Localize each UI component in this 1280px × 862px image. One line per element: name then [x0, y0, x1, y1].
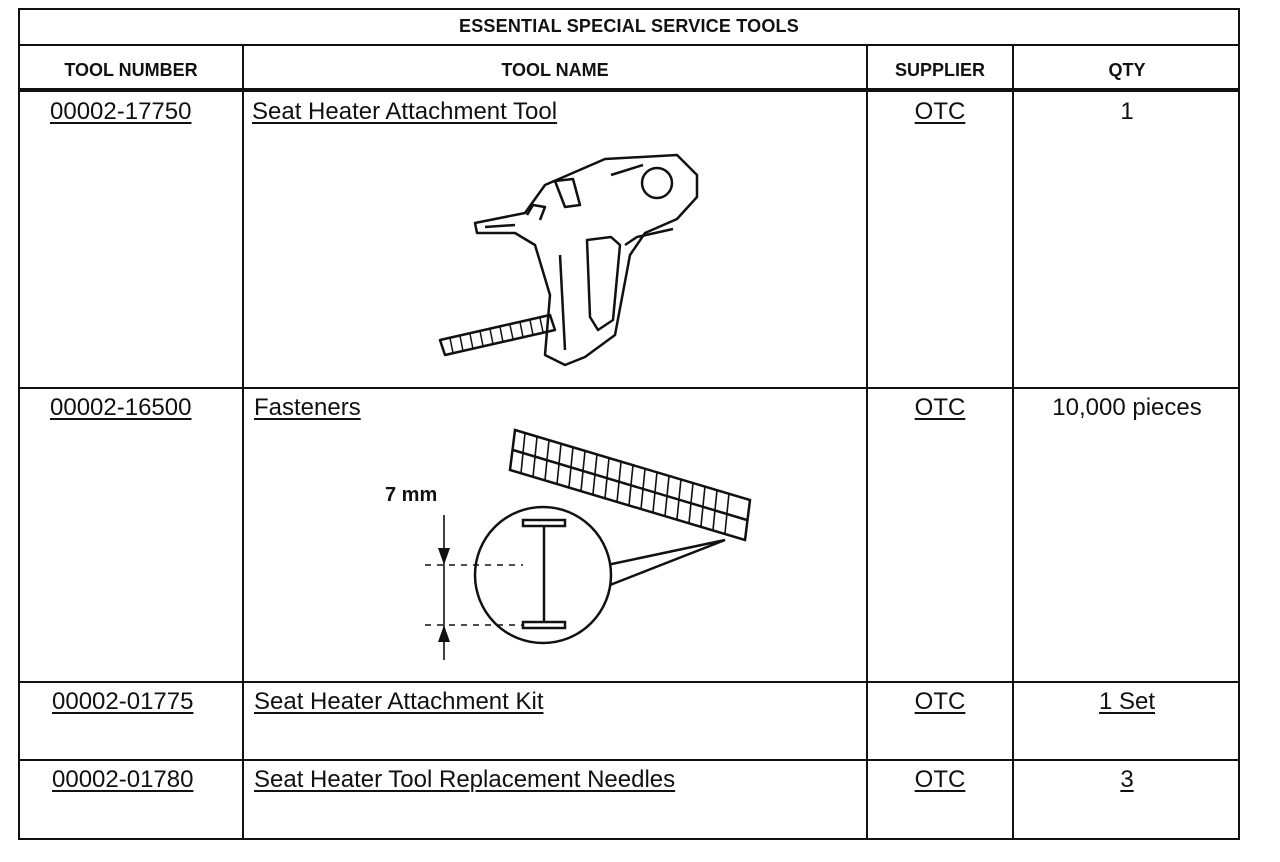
- row2-supplier: OTC: [914, 394, 966, 421]
- special-tools-table: ESSENTIAL SPECIAL SERVICE TOOLS TOOL NUM…: [18, 8, 1240, 840]
- rule-row2: [20, 681, 1238, 683]
- row3-qty: 1 Set: [1098, 688, 1156, 715]
- table-title: ESSENTIAL SPECIAL SERVICE TOOLS: [459, 16, 799, 36]
- fastener-dimension-label: 7 mm: [385, 484, 438, 506]
- row2-tool-number: 00002-16500: [50, 394, 192, 421]
- row3-supplier: OTC: [914, 688, 966, 715]
- col-divider-1: [242, 45, 244, 838]
- col-divider-2: [866, 45, 868, 838]
- header-supplier: SUPPLIER: [894, 60, 986, 80]
- rule-row1: [20, 387, 1238, 389]
- row2-tool-name: Fasteners: [254, 394, 361, 421]
- row1-tool-name: Seat Heater Attachment Tool: [252, 98, 558, 125]
- row3-tool-number: 00002-01775: [52, 688, 194, 715]
- row3-tool-name: Seat Heater Attachment Kit: [254, 688, 544, 715]
- row1-supplier: OTC: [914, 98, 966, 125]
- row4-tool-number: 00002-01780: [52, 766, 194, 793]
- row4-tool-name: Seat Heater Tool Replacement Needles: [254, 766, 676, 793]
- rule-row3: [20, 759, 1238, 761]
- header-tool-name: TOOL NAME: [501, 60, 609, 80]
- seat-heater-tool-illustration: [438, 153, 699, 367]
- rule-title: [20, 44, 1238, 46]
- header-tool-number: TOOL NUMBER: [64, 60, 198, 80]
- row4-qty: 3: [1120, 766, 1134, 793]
- col-divider-3: [1012, 45, 1014, 838]
- row2-qty: 10,000 pieces: [1052, 394, 1202, 421]
- fasteners-illustration: [425, 428, 752, 660]
- row1-tool-number: 00002-17750: [50, 98, 192, 125]
- header-qty: QTY: [1108, 60, 1146, 80]
- row4-supplier: OTC: [914, 766, 966, 793]
- row1-qty: 1: [1120, 98, 1134, 125]
- rule-header: [20, 88, 1238, 92]
